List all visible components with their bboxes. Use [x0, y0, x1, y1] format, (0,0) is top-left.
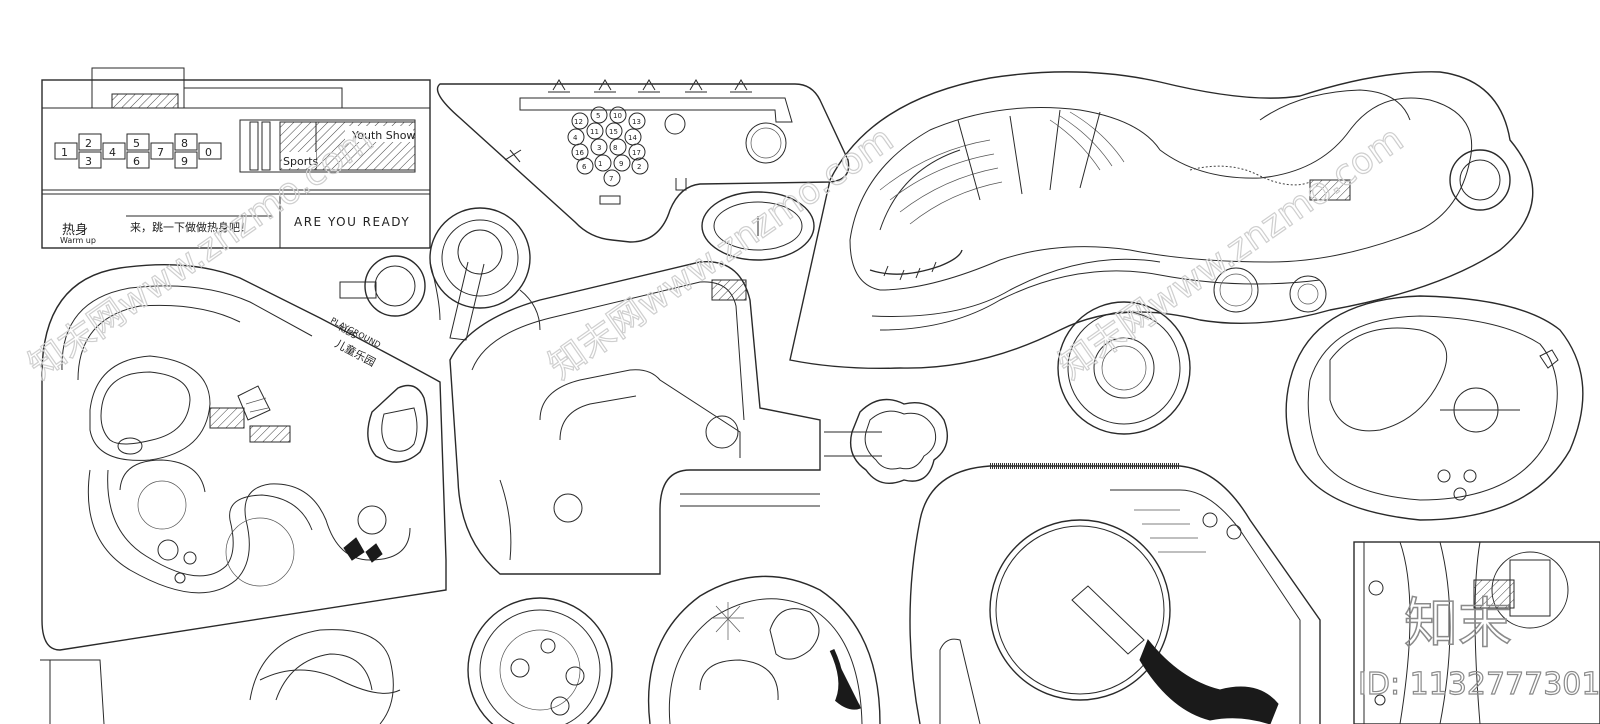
watermark-text-3: 知末网www.znzmo.com: [1052, 119, 1411, 388]
hex-num: 13: [632, 118, 641, 126]
bottom-center-areas: [40, 575, 881, 724]
hex-num: 4: [573, 134, 578, 142]
hex-num: 2: [637, 163, 641, 171]
flower-node: [824, 398, 948, 484]
hop-num-7: 7: [157, 146, 164, 159]
hop-num-1: 1: [61, 146, 68, 159]
corner-board: [1353, 541, 1600, 724]
hex-num: 5: [596, 112, 600, 120]
bean-play-area: [1285, 295, 1584, 521]
hex-num: 7: [609, 175, 613, 183]
hex-num: 15: [609, 128, 618, 136]
watermark-logo: 知末: [1404, 592, 1512, 655]
hex-num: 1: [598, 160, 602, 168]
hopscotch-grid: 1 2 3 4 5 6 7 8 9 0: [54, 133, 222, 169]
warm-up-board: 1 2 3 4 5 6 7 8 9 0 Youth Show Sports 热身…: [41, 67, 431, 249]
hex-num: 8: [613, 144, 617, 152]
hex-num: 16: [575, 149, 584, 157]
sports-label: Sports: [283, 155, 319, 168]
hex-num: 10: [613, 112, 622, 120]
watermark-id: ID: 1132777301: [1358, 667, 1600, 702]
warm-up-en: Warm up: [60, 236, 96, 245]
are-you-ready: ARE YOU READY: [294, 215, 410, 229]
youth-show-label: Youth Show: [351, 129, 415, 142]
hop-num-0: 0: [205, 146, 212, 159]
hex-num: 9: [619, 160, 623, 168]
warm-up-cn: 热身: [62, 222, 88, 238]
hop-num-4: 4: [109, 146, 116, 159]
hex-num: 17: [632, 149, 641, 157]
hop-num-8: 8: [181, 137, 188, 150]
hex-num: 12: [574, 118, 583, 126]
hex-num: 6: [582, 163, 587, 171]
hex-num: 14: [628, 134, 637, 142]
wave-park-area: [789, 71, 1534, 435]
equipment-zone: 12 5 10 13 4 11 15 14 16 3 8 17 6 1 9 2 …: [436, 79, 850, 261]
central-path-zone: [449, 260, 821, 575]
hop-num-2: 2: [85, 137, 92, 150]
hop-num-6: 6: [133, 155, 140, 168]
hop-num-5: 5: [133, 137, 140, 150]
hop-num-9: 9: [181, 155, 188, 168]
slide-towers: [339, 207, 541, 341]
hex-num: 3: [597, 144, 601, 152]
hop-num-3: 3: [85, 155, 92, 168]
bottom-right-play-area: [909, 463, 1321, 724]
hex-num: 11: [590, 128, 599, 136]
slogan-cn: 来，跳一下做做热身吧！: [130, 220, 251, 234]
hex-number-cluster: 12 5 10 13 4 11 15 14 16 3 8 17 6 1 9 2 …: [567, 106, 649, 187]
